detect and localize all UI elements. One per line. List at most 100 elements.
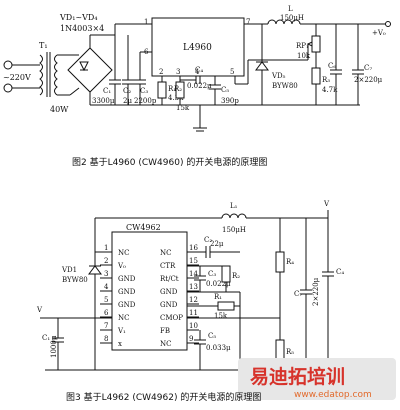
cw4962-left-pin-label: GND bbox=[118, 275, 136, 283]
cw4962-right-pin-label: CMOP bbox=[160, 314, 183, 322]
cw4962-right-pin-number: 11 bbox=[189, 309, 198, 317]
watermark: 易迪拓培训 www.edatop.com bbox=[238, 358, 396, 400]
fig2-r1-value: 15k bbox=[214, 312, 228, 320]
fig1-diode-name: VD₅ bbox=[271, 72, 286, 80]
fig1-c5-value: 390p bbox=[221, 97, 239, 105]
cw4962-left-pin-label: GND bbox=[118, 301, 136, 309]
fig1-c3-name: C₃ bbox=[140, 87, 148, 95]
cw4962-left-pin-label: x bbox=[118, 340, 122, 348]
cw4962-left-pin-number: 1 bbox=[104, 244, 108, 252]
cw4962-right-pin-label: NC bbox=[160, 249, 171, 257]
cw4962-right-pin-number: 9 bbox=[189, 335, 193, 343]
cw4962-left-pin-number: 8 bbox=[104, 335, 108, 343]
fig1-r1-name: R₁ bbox=[168, 85, 176, 93]
ic-l4960-pin-2: 2 bbox=[159, 68, 163, 76]
fig2-inductor-l1 bbox=[221, 213, 247, 219]
fig2-vd1-name: VD1 bbox=[61, 266, 77, 274]
cw4962-left-pin-label: GND bbox=[118, 288, 136, 296]
fig1-c1-name: C₁ bbox=[103, 87, 111, 95]
figure-2-caption: 图3 基于L4962 (CW4962) 的开关电源的原理图 bbox=[66, 391, 261, 403]
figure-1-caption: 图2 基于L4960 (CW4960) 的开关电源的原理图 bbox=[72, 156, 267, 168]
fig1-c7-value: 2×220μ bbox=[354, 76, 383, 84]
cw4962-right-pin-number: 14 bbox=[189, 270, 198, 278]
cw4962-right-pin-number: 15 bbox=[189, 257, 198, 265]
fig2-c7-name: C₇ bbox=[294, 290, 302, 298]
fig1-r3-name: R₃ bbox=[322, 76, 330, 84]
fig1-output-label: +V₀ bbox=[372, 29, 386, 37]
fig1-r2-value: 15k bbox=[176, 104, 190, 112]
fig2-c3-name: C₃ bbox=[208, 270, 216, 278]
fig2-r5-name: R₅ bbox=[286, 348, 294, 356]
fig1-c3-value: 2200p bbox=[134, 97, 157, 105]
bridge-part: 1N4003×4 bbox=[60, 24, 104, 33]
fig1-inductor-l bbox=[267, 19, 301, 25]
fig1-c4-name: C₄ bbox=[195, 66, 203, 74]
fig2-c5-value: 0.033μ bbox=[206, 344, 231, 352]
fig2-inductor-value: 150μH bbox=[222, 226, 246, 234]
ic-l4960-name: L4960 bbox=[183, 43, 212, 53]
cw4962-right-pin-label: NC bbox=[160, 340, 171, 348]
ic-l4960-pin-3: 3 bbox=[176, 68, 180, 76]
cw4962-right-pin-number: 10 bbox=[189, 322, 198, 330]
fig1-r3-value: 4.7k bbox=[322, 86, 338, 94]
fig1-rp1-name: RP₁ bbox=[296, 42, 309, 50]
fig1-c7-name: C₇ bbox=[364, 64, 372, 72]
fig1-inductor-name: L bbox=[288, 5, 293, 13]
ic-l4960-pin-7: 7 bbox=[246, 18, 250, 26]
cw4962-right-pin-number: 16 bbox=[189, 244, 198, 252]
watermark-url: www.edatop.com bbox=[294, 390, 372, 400]
mains-terminal-top bbox=[3, 60, 13, 70]
cw4962-right-pin-number: 12 bbox=[189, 296, 198, 304]
fig2-resistor-r4 bbox=[275, 251, 285, 273]
cw4962-left-pin-number: 4 bbox=[104, 283, 109, 291]
ic-l4960-pin-1: 1 bbox=[144, 18, 148, 26]
fig2-c4-name: C₄ bbox=[336, 268, 344, 276]
cw4962-right-pin-number: 13 bbox=[189, 283, 198, 291]
fig2-r1-name: R₁ bbox=[214, 293, 222, 301]
fig1-c6-name: C₆ bbox=[328, 62, 336, 70]
cw4962-left-pin-number: 3 bbox=[104, 270, 108, 278]
fig2-input-label: V bbox=[36, 306, 43, 314]
cw4962-left-pin-label: NC bbox=[118, 314, 129, 322]
ic-cw4962 bbox=[111, 231, 188, 351]
cw4962-right-pin-label: GND bbox=[160, 301, 178, 309]
fig2-diode-vd1 bbox=[88, 265, 102, 275]
fig2-resistor-r2 bbox=[221, 265, 231, 283]
fig1-c4-value: 0.022μ bbox=[187, 82, 212, 90]
cw4962-left-pin-number: 2 bbox=[104, 257, 108, 265]
ic-l4960 bbox=[151, 17, 245, 77]
fig2-r4-name: R₄ bbox=[286, 258, 294, 266]
fig2-resistor-r1 bbox=[217, 301, 235, 311]
fig2-inductor-name: L₁ bbox=[230, 202, 238, 210]
cw4962-left-pin-number: 5 bbox=[104, 296, 108, 304]
ic-l4960-pin-5: 5 bbox=[230, 68, 234, 76]
fig1-resistor-r1 bbox=[157, 81, 167, 99]
transformer-t1 bbox=[39, 52, 58, 97]
transformer-power-label: 40W bbox=[50, 105, 69, 114]
fig1-c2-value: 2μ bbox=[123, 97, 132, 105]
fig1-rp1-value: 10k bbox=[297, 52, 311, 60]
cw4962-left-pin-label: NC bbox=[118, 249, 129, 257]
fig2-c4-value: 2×220μ bbox=[312, 277, 320, 306]
fig2-c1-value: 1000μ bbox=[50, 335, 58, 358]
fig1-capacitor-c1 bbox=[109, 35, 121, 105]
fig2-output-label: V bbox=[323, 200, 330, 208]
fig1-c2-name: C₂ bbox=[123, 87, 131, 95]
fig2-c5-name: C₅ bbox=[208, 332, 216, 340]
fig1-diode-vd5 bbox=[255, 61, 269, 71]
fig2-c3-value: 0.022μ bbox=[206, 280, 231, 288]
transformer-label: T₁ bbox=[39, 41, 48, 50]
fig2-r2-name: R₂ bbox=[232, 272, 240, 280]
cw4962-right-pin-label: FB bbox=[160, 327, 170, 335]
fig2-resistor-r5 bbox=[275, 339, 285, 361]
fig1-potentiometer-rp1 bbox=[311, 35, 321, 53]
bridge-name: VD₁~VD₄ bbox=[59, 13, 98, 22]
fig1-inductor-value: 150μH bbox=[280, 14, 304, 22]
fig1-c1-value: 3300μ bbox=[92, 97, 115, 105]
fig1-diode-part: BYW80 bbox=[272, 82, 298, 90]
cw4962-right-pin-label: CTR bbox=[160, 262, 176, 270]
cw4962-left-pin-number: 6 bbox=[104, 309, 109, 317]
fig1-c5-name: C₅ bbox=[221, 86, 229, 94]
cw4962-right-pin-label: Rt/Ct bbox=[160, 275, 179, 283]
